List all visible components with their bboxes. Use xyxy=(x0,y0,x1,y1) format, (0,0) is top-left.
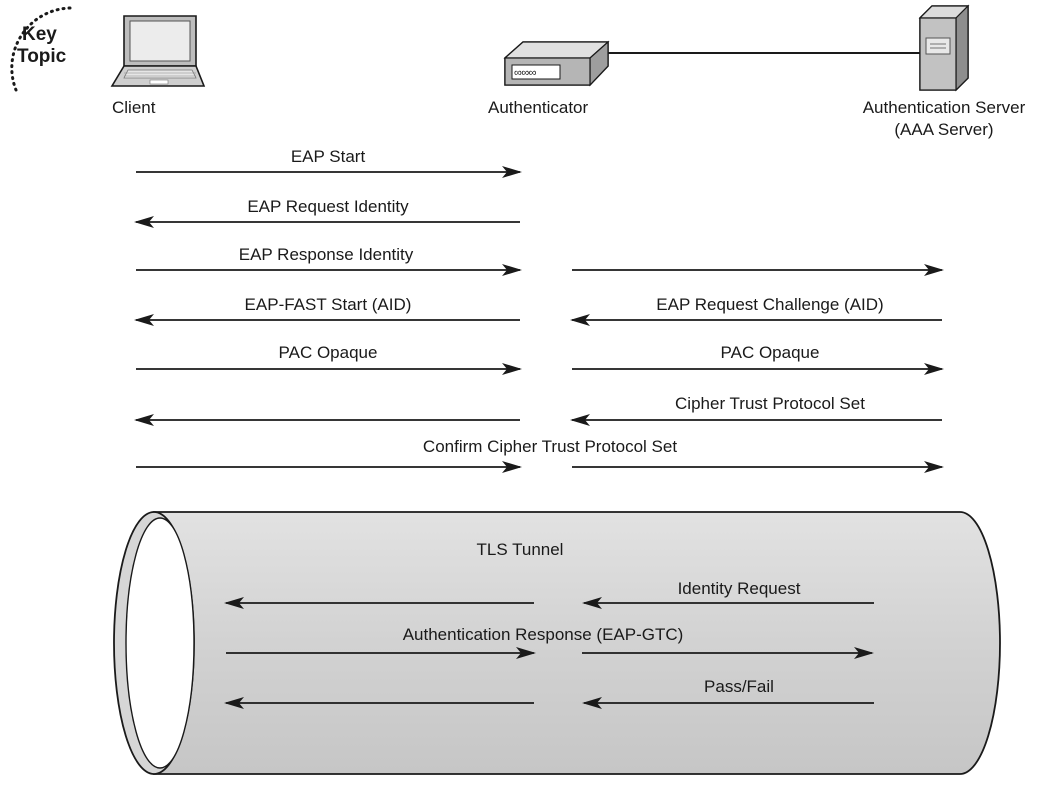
message-flow: EAP Start EAP Request Identity EAP Respo… xyxy=(134,147,944,473)
identity-request-label: Identity Request xyxy=(678,579,801,598)
tunnel-body xyxy=(153,511,1001,775)
badge-topic-text: Topic xyxy=(17,46,67,67)
confirm-cipher-label: Confirm Cipher Trust Protocol Set xyxy=(423,437,677,456)
auth-response-label: Authentication Response (EAP-GTC) xyxy=(403,625,684,644)
server-label-line1: Authentication Server xyxy=(863,98,1026,117)
key-topic-badge: Key Topic xyxy=(10,6,72,92)
authenticator-label: Authenticator xyxy=(488,98,589,117)
badge-key-text: Key xyxy=(22,24,57,45)
server-label-line2: (AAA Server) xyxy=(894,120,993,139)
pac-opaque-client-label: PAC Opaque xyxy=(279,343,378,362)
client-label: Client xyxy=(112,98,156,117)
server-icon xyxy=(918,4,970,92)
laptop-icon xyxy=(110,15,206,87)
tunnel-opening xyxy=(125,517,195,769)
pac-opaque-server-label: PAC Opaque xyxy=(721,343,820,362)
eap-start-label: EAP Start xyxy=(291,147,366,166)
tls-tunnel-title: TLS Tunnel xyxy=(477,540,564,559)
eap-fast-start-label: EAP-FAST Start (AID) xyxy=(245,295,412,314)
cipher-trust-protocol-set-label: Cipher Trust Protocol Set xyxy=(675,394,865,413)
eap-request-identity-label: EAP Request Identity xyxy=(247,197,409,216)
svg-text:∞∞∞: ∞∞∞ xyxy=(514,67,536,79)
eap-request-challenge-label: EAP Request Challenge (AID) xyxy=(656,295,883,314)
tls-tunnel: TLS Tunnel Identity Request Authenticati… xyxy=(113,511,1001,775)
authenticator-icon: ∞∞∞ xyxy=(503,40,610,87)
pass-fail-label: Pass/Fail xyxy=(704,677,774,696)
eap-response-identity-label: EAP Response Identity xyxy=(239,245,414,264)
